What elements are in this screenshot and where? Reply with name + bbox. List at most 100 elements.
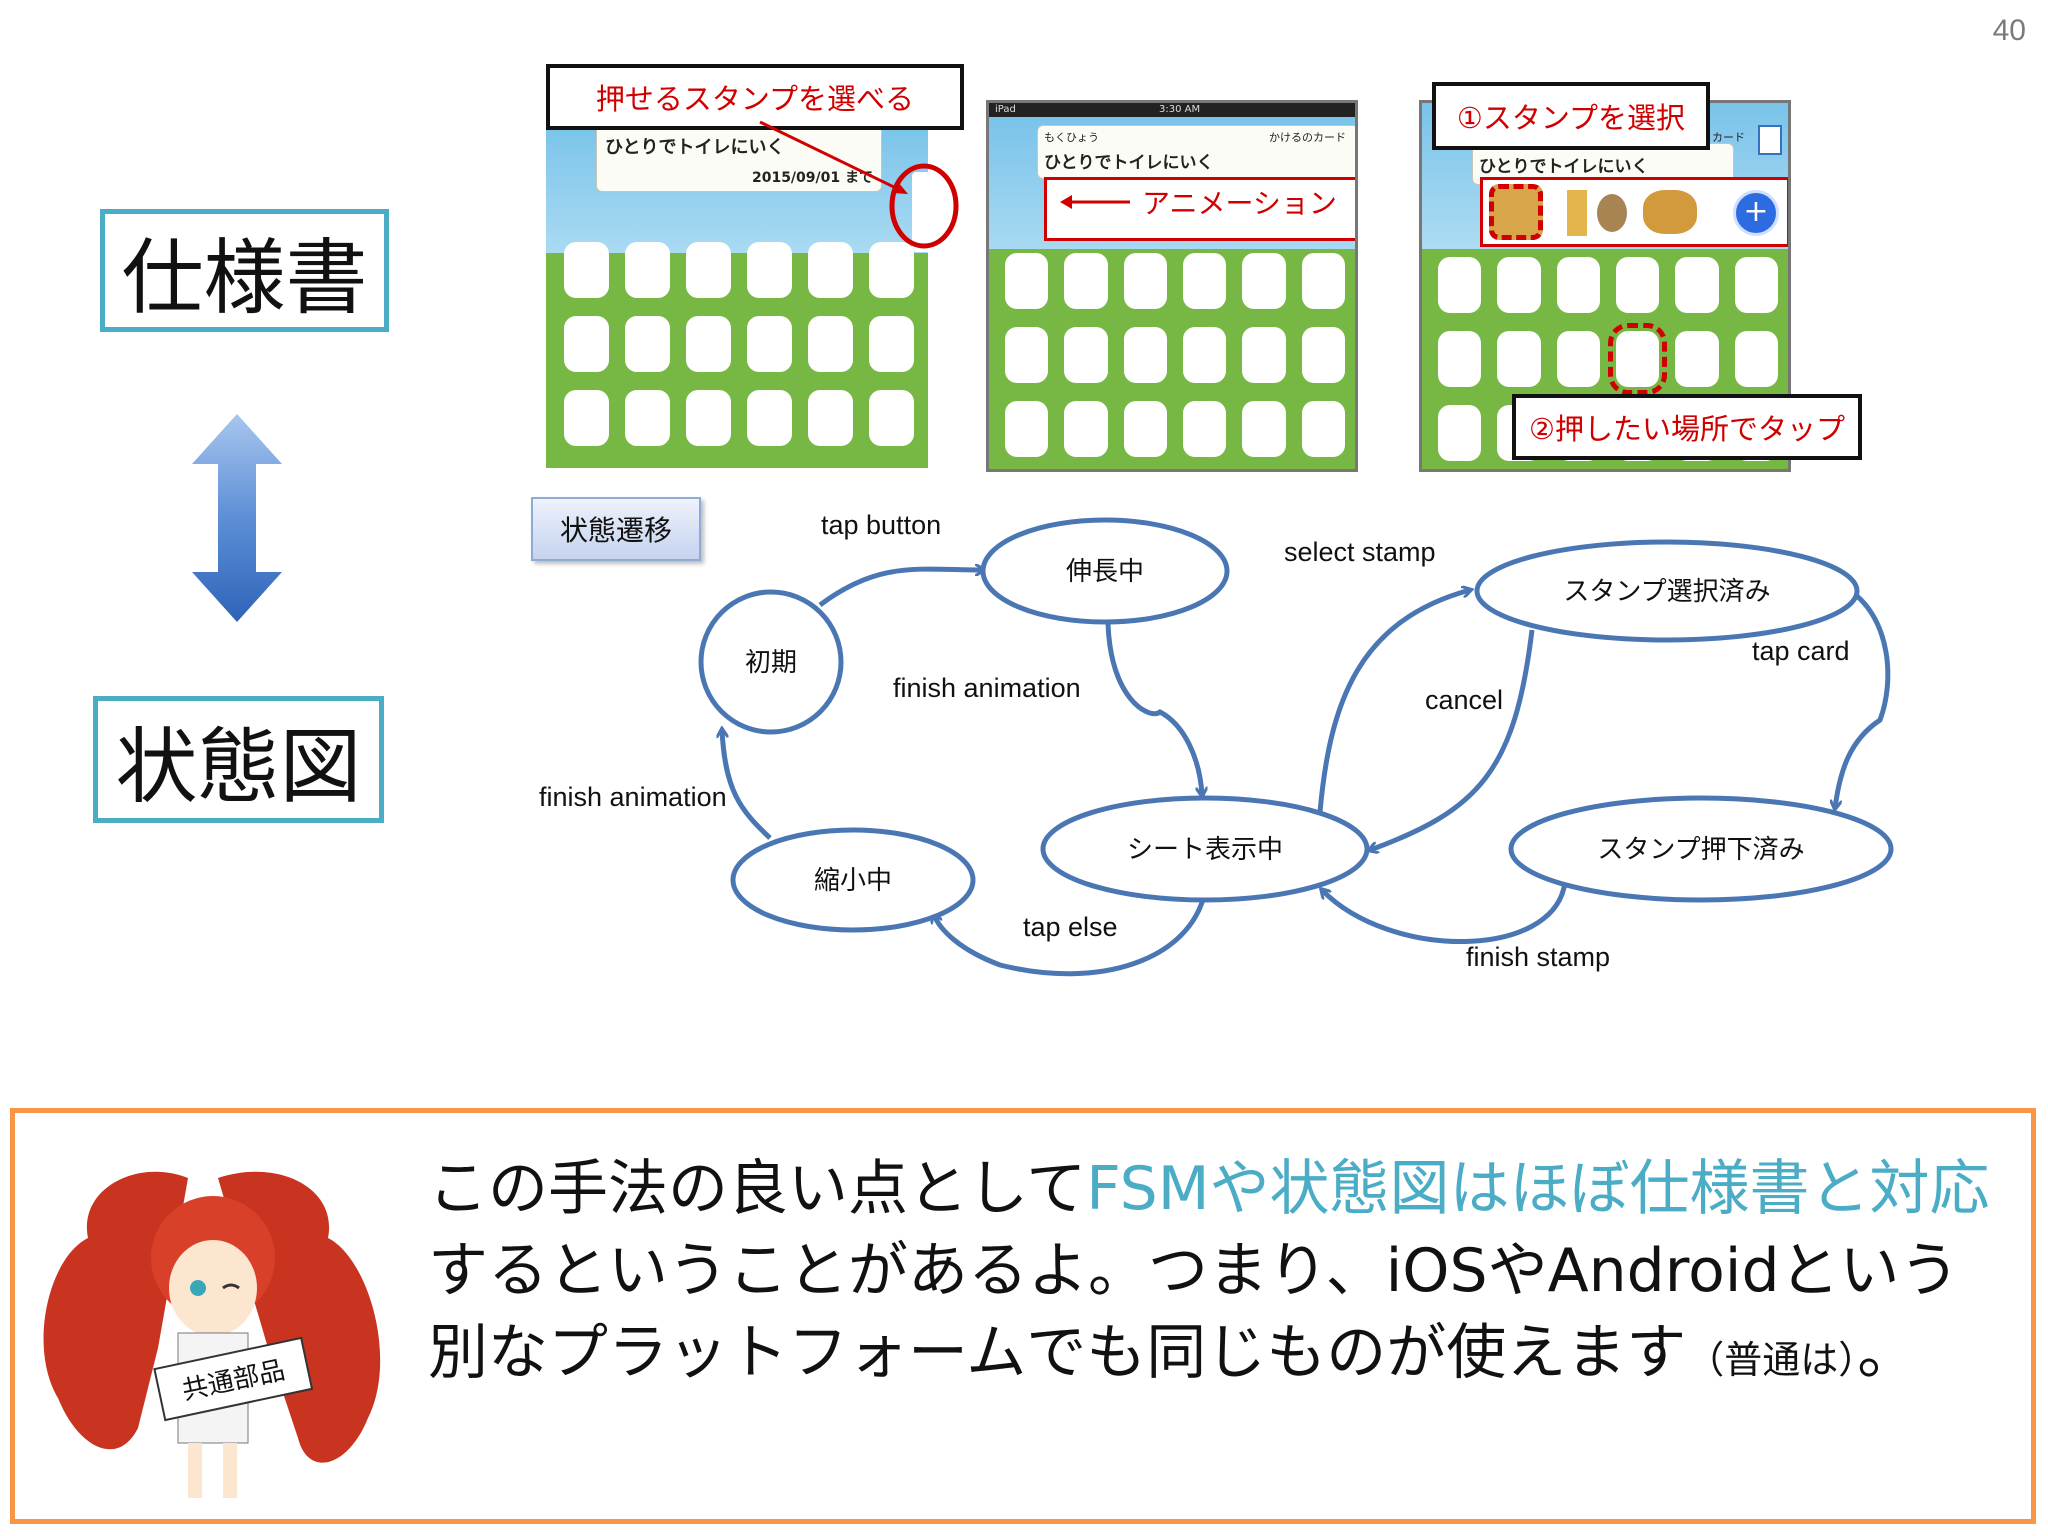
message-highlight: FSMや状態図はほぼ仕様書と対応 [1086, 1154, 1990, 1224]
stamp-slot[interactable] [1242, 327, 1286, 383]
stamp-slot[interactable] [1438, 405, 1482, 461]
anime-character-illustration: 共通部品 [43, 1171, 381, 1498]
stamp-slot[interactable] [625, 390, 670, 446]
callout-text: 押せるスタンプを選べる [595, 82, 915, 116]
stamp-slot[interactable] [1675, 331, 1719, 387]
stamp-slot[interactable] [1301, 401, 1345, 457]
stamp-slot[interactable] [686, 390, 731, 446]
arrow-left-icon [1060, 195, 1130, 209]
stamp-slot[interactable] [808, 390, 853, 446]
stamp-slot[interactable] [747, 390, 792, 446]
stamp-slot[interactable] [808, 242, 853, 298]
stamp-slot[interactable] [869, 316, 914, 372]
stamp-slot[interactable] [564, 316, 609, 372]
node-extending: 伸長中 [1066, 557, 1144, 587]
stamp-slot[interactable] [1615, 257, 1660, 313]
card-date: 2015/09/01 まで [751, 170, 873, 186]
edge-label-tap-button: tap button [821, 510, 942, 540]
state-diagram-label: 状態図 [115, 720, 362, 815]
stamp-slot[interactable] [1005, 401, 1049, 457]
stamp-slot[interactable] [1064, 327, 1108, 383]
edge-label-finish-stamp: finish stamp [1466, 942, 1611, 972]
state-transition-button[interactable]: 状態遷移 [531, 497, 701, 561]
stamp-slot[interactable] [686, 242, 731, 298]
callout-text: ①スタンプを選択 [1456, 101, 1686, 135]
stamp-slot[interactable] [1497, 331, 1541, 387]
stamp-slot-target[interactable] [1607, 323, 1668, 395]
stamp-slot[interactable] [1182, 253, 1227, 309]
stamp-slot[interactable] [1497, 257, 1541, 313]
stamp-slot[interactable] [1064, 253, 1108, 309]
stamp-slot[interactable] [686, 316, 731, 372]
stamp-slot[interactable] [564, 390, 609, 446]
node-stamp-pressed: スタンプ押下済み [1597, 835, 1804, 865]
stamp-slot[interactable] [1556, 331, 1600, 387]
status-carrier: iPad [995, 104, 1016, 115]
stamp-slot[interactable] [1556, 257, 1600, 313]
stamp-slot[interactable] [1734, 331, 1778, 387]
stamp-slot[interactable] [869, 242, 914, 298]
stamp-slot[interactable] [1734, 257, 1778, 313]
stamp-slot[interactable] [625, 242, 670, 298]
stamp-slot[interactable] [1675, 257, 1719, 313]
stamp-slot[interactable] [1123, 401, 1167, 457]
app-screenshot-1: ひとりでトイレにいく 2015/09/01 まで [546, 122, 928, 468]
stamp-slot[interactable] [1064, 401, 1108, 457]
stamp-slot[interactable] [869, 390, 914, 446]
animation-drawer [1044, 177, 1355, 241]
edge-label-finish-animation-2: finish animation [539, 782, 727, 812]
stamp-slot[interactable] [1005, 253, 1049, 309]
stamp-slot[interactable] [808, 316, 853, 372]
edge-label-tap-card: tap card [1752, 636, 1850, 666]
stamp-slot[interactable] [1438, 331, 1482, 387]
message-small: （普通は） [1686, 1338, 1858, 1382]
node-stamp-pressed-shape [1508, 795, 1894, 903]
stamp-slot[interactable] [1301, 327, 1345, 383]
lion-stamp[interactable] [1643, 190, 1697, 234]
callout-selectable-stamps: 押せるスタンプを選べる [546, 64, 964, 130]
stamp-slot[interactable] [1182, 327, 1227, 383]
edit-icon[interactable] [1758, 125, 1782, 155]
node-sheet-showing: シート表示中 [1127, 835, 1283, 865]
double-arrow-icon [192, 414, 282, 622]
plus-circle-icon[interactable]: + [1733, 190, 1779, 236]
edge-label-tap-else: tap else [1023, 912, 1118, 942]
stamp-drawer-tab[interactable] [912, 172, 928, 252]
edge-finish-animation-shrink [722, 730, 772, 840]
card-caption: かけるのカード [1269, 131, 1346, 144]
squirrel-stamp[interactable] [1597, 194, 1627, 232]
stamp-slot[interactable] [625, 316, 670, 372]
lion-stamp-selected[interactable] [1489, 184, 1543, 240]
callout-text: ②押したい場所でタップ [1529, 412, 1845, 446]
stamp-slot[interactable] [1005, 327, 1049, 383]
stamp-slot[interactable] [1123, 327, 1167, 383]
app-screenshot-2: iPad 3:30 AM もくひょう かけるのカード ひとりでトイレにいく [986, 100, 1358, 472]
page-number: 40 [1992, 14, 2026, 47]
node-shrinking: 縮小中 [814, 866, 892, 896]
stamp-slot[interactable] [1242, 253, 1286, 309]
cut-caption: カード [1712, 131, 1745, 144]
edge-label-finish-animation-1: finish animation [893, 673, 1081, 703]
stamp-slot[interactable] [747, 316, 792, 372]
stamp-slot[interactable] [1438, 257, 1482, 313]
stamp-slot[interactable] [1182, 401, 1227, 457]
spec-label: 仕様書 [121, 231, 368, 326]
state-transition-label: 状態遷移 [559, 514, 672, 547]
stamp-slot[interactable] [564, 242, 609, 298]
callout-animation: アニメーション [1058, 182, 1338, 222]
spec-label-box: 仕様書 [100, 209, 389, 332]
stamp-slot[interactable] [1242, 401, 1286, 457]
callout-tap-location: ②押したい場所でタップ [1512, 394, 1862, 460]
stamp-slot[interactable] [1123, 253, 1167, 309]
giraffe-stamp[interactable] [1567, 190, 1587, 236]
stamp-slot[interactable] [747, 242, 792, 298]
message-part-1: この手法の良い点として [428, 1154, 1087, 1224]
edge-label-cancel: cancel [1425, 685, 1504, 715]
node-stamp-selected-shape [1474, 539, 1860, 643]
stamp-slot[interactable] [1301, 253, 1345, 309]
node-extending-shape [980, 517, 1230, 625]
edge-finish-stamp [1322, 881, 1568, 945]
stamp-grid [1005, 253, 1345, 457]
message-end: 。 [1857, 1318, 1918, 1388]
edge-select-stamp [1317, 590, 1470, 813]
